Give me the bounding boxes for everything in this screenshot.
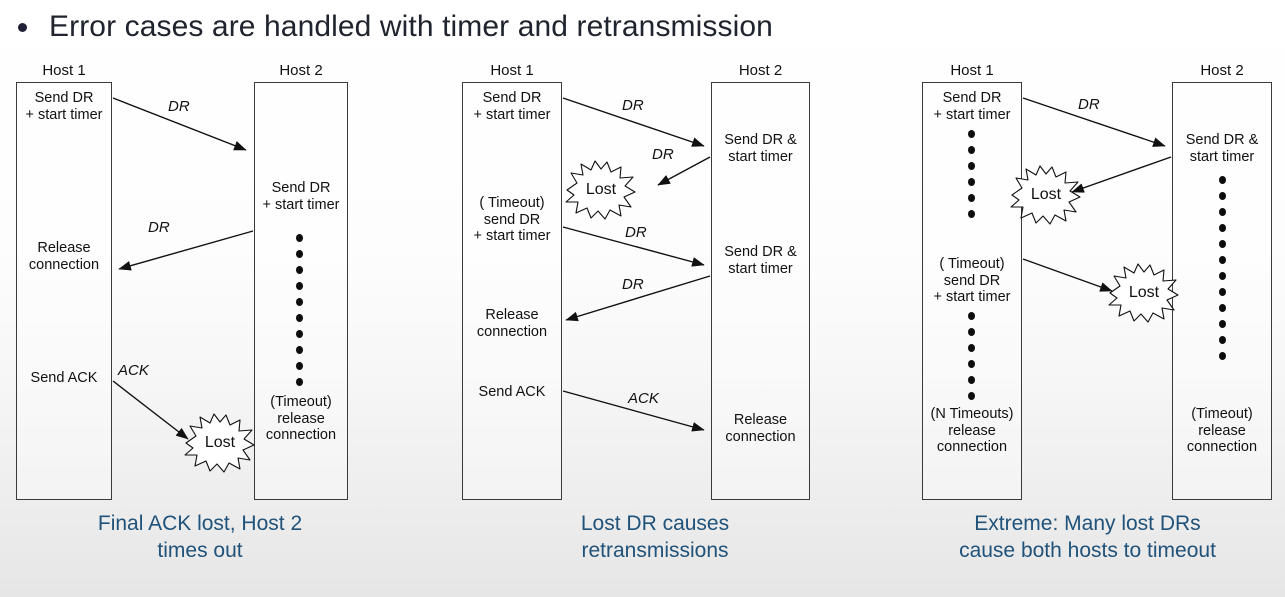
- panel-arrows: [112, 97, 254, 440]
- host1-event-2: Release connection: [476, 307, 548, 340]
- host2-event-1: (Timeout) release connection: [1186, 406, 1258, 455]
- host1-timer-dots-lower: [968, 312, 975, 408]
- host1-event-0: Send DR + start timer: [25, 90, 103, 123]
- host1-event-3: Send ACK: [478, 384, 546, 400]
- host2-event-1: Send DR & start timer: [724, 244, 797, 277]
- host2-event-0: Send DR & start timer: [1185, 132, 1259, 165]
- lost-label-1: Lost: [1128, 284, 1160, 301]
- message-label-1: DR: [652, 146, 674, 163]
- starburst-icon: [1010, 165, 1081, 225]
- host1-event-1: ( Timeout) send DR + start timer: [933, 256, 1011, 305]
- panel-arrows: [1022, 97, 1172, 292]
- panel-many-lost-drs: Host 1 Host 2 Send DR + start timer ( Ti…: [890, 54, 1285, 597]
- lost-label-0: Lost: [204, 434, 236, 451]
- lost-label-0: Lost: [585, 181, 617, 198]
- host1-event-2: (N Timeouts) release connection: [930, 406, 1014, 455]
- panel-final-ack-lost: Host 1 Host 2 Send DR + start timer Rele…: [0, 54, 430, 597]
- bullet-heading-row: Error cases are handled with timer and r…: [0, 0, 1285, 54]
- host1-label: Host 1: [950, 62, 994, 79]
- message-label-3: DR: [622, 276, 644, 293]
- message-label-1: DR: [148, 219, 170, 236]
- host1-label: Host 1: [42, 62, 86, 79]
- message-label-2: DR: [625, 224, 647, 241]
- host1-label: Host 1: [490, 62, 534, 79]
- host1-timeline-box: [16, 82, 112, 500]
- host1-timeline-box: [462, 82, 562, 500]
- starburst-icon: [565, 160, 636, 220]
- host2-event-0: Send DR & start timer: [724, 132, 797, 165]
- panel-caption: Extreme: Many lost DRs cause both hosts …: [959, 512, 1216, 562]
- message-label-0: DR: [622, 97, 644, 114]
- host2-timer-dots: [1219, 176, 1226, 368]
- host2-timeline-box: [711, 82, 810, 500]
- panel-caption: Final ACK lost, Host 2 times out: [97, 512, 303, 562]
- lost-label-0: Lost: [1030, 186, 1062, 203]
- lost-burst-0: Lost: [565, 159, 637, 221]
- message-label-0: DR: [1078, 96, 1100, 113]
- host1-event-0: Send DR + start timer: [933, 90, 1011, 123]
- host2-label: Host 2: [279, 62, 323, 79]
- message-label-0: DR: [168, 98, 190, 115]
- host2-event-0: Send DR + start timer: [262, 180, 340, 213]
- host2-label: Host 2: [738, 62, 783, 79]
- lost-burst-0: Lost: [184, 412, 256, 474]
- panel-lost-dr-retransmission: Host 1 Host 2 Send DR + start timer ( Ti…: [440, 54, 880, 597]
- starburst-icon: [1108, 263, 1179, 323]
- host2-timer-dots: [296, 234, 303, 394]
- host2-timeline-box: [254, 82, 348, 500]
- host2-event-2: Release connection: [725, 412, 796, 445]
- bullet-heading-text: Error cases are handled with timer and r…: [49, 10, 773, 43]
- host1-timer-dots-upper: [968, 130, 975, 226]
- host1-event-0: Send DR + start timer: [473, 90, 551, 123]
- starburst-icon: [184, 413, 255, 473]
- panel-arrows: [562, 97, 711, 432]
- diagram-board: Host 1 Host 2 Send DR + start timer Rele…: [0, 54, 1285, 597]
- host2-event-1: (Timeout) release connection: [265, 394, 337, 443]
- host1-event-1: Release connection: [28, 240, 100, 273]
- lost-burst-1: Lost: [1108, 262, 1180, 324]
- lost-burst-0: Lost: [1010, 164, 1082, 226]
- message-label-2: ACK: [118, 362, 149, 379]
- host2-label: Host 2: [1200, 62, 1244, 79]
- bullet-dot-icon: [18, 22, 27, 32]
- host1-event-1: ( Timeout) send DR + start timer: [473, 195, 551, 244]
- message-label-4: ACK: [628, 390, 659, 407]
- panel-caption: Lost DR causes retransmissions: [580, 512, 730, 562]
- host1-event-2: Send ACK: [30, 370, 98, 386]
